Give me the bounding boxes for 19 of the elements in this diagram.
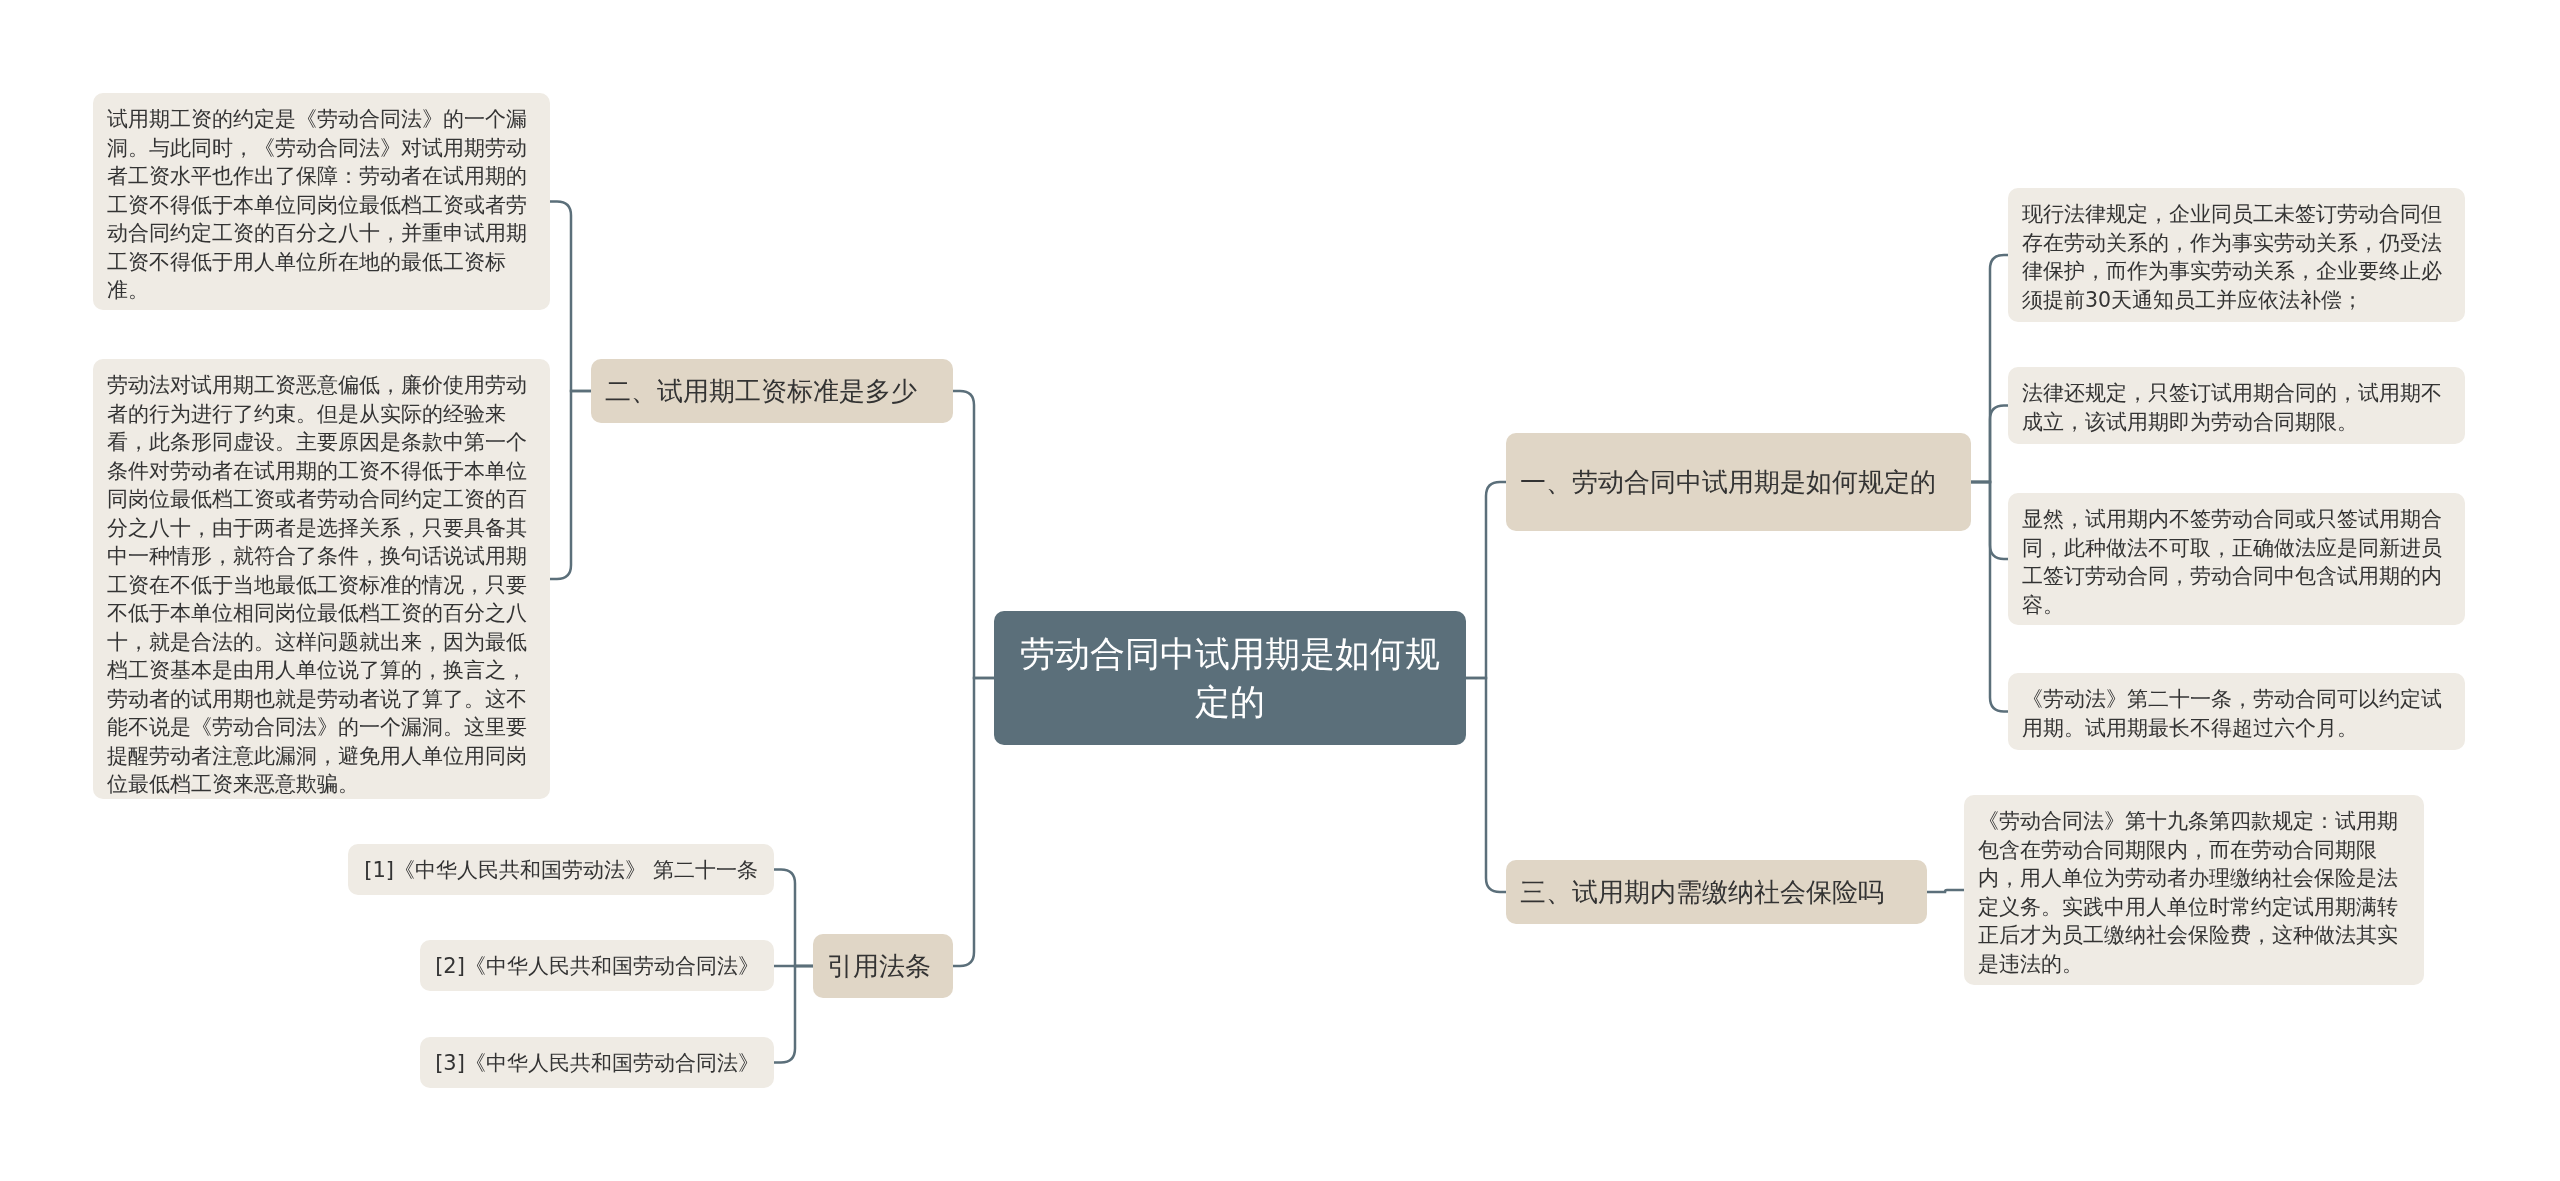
- connector-line: [550, 389, 591, 581]
- note-box: 显然，试用期内不签劳动合同或只签试用期合同，此种做法不可取，正确做法应是同新进员工签订劳动合同，劳动合同中包含试用期的内容。: [2008, 493, 2465, 625]
- central-topic-box: 劳动合同中试用期是如何规定的: [994, 611, 1466, 745]
- topic-box: 引用法条: [813, 934, 953, 998]
- note-box: 试用期工资的约定是《劳动合同法》的一个漏洞。与此同时，《劳动合同法》对试用期劳动者工资水平也作出了保障：劳动者在试用期的工资不得低于本单位同岗位最低档工资或者劳动合同约定工资的百分之八十，并重申试用期工资不得低于用人单位所在地的最低工资标准。: [93, 93, 550, 310]
- note-box: 劳动法对试用期工资恶意偏低，廉价使用劳动者的行为进行了约束。但是从实际的经验来看，此条形同虚设。主要原因是条款中第一个条件对劳动者在试用期的工资不得低于本单位同岗位最低档工资或者劳动合同约定工资的百分之八十，由于两者是选择关系，只要具备其中一种情形，就符合了条件，换句话说试用期工资在不低于当地最低工资标准的情况，只要不低于本单位相同岗位最低档工资的百分之八十，就是合法的。这样问题就出来，因为最低档工资基本是由用人单位说了算的，换言之，劳动者的试用期也就是劳动者说了算了。这不能不说是《劳动合同法》的一个漏洞。这里要提醒劳动者注意此漏洞，避免用人单位用同岗位最低档工资来恶意欺骗。: [93, 359, 550, 799]
- connector-line: [774, 964, 813, 1064]
- citation-box: [1]《中华人民共和国劳动法》 第二十一条: [348, 844, 774, 895]
- note-box: 《劳动法》第二十一条，劳动合同可以约定试用期。试用期最长不得超过六个月。: [2008, 673, 2465, 750]
- topic-box: 二、试用期工资标准是多少: [591, 359, 953, 423]
- connector-line: [1927, 888, 1964, 894]
- citation-box: [2]《中华人民共和国劳动合同法》: [420, 940, 774, 991]
- note-box: 现行法律规定，企业同员工未签订劳动合同但存在劳动关系的，作为事实劳动关系，仍受法律保护，而作为事实劳动关系，企业要终止必须提前30天通知员工并应依法补偿；: [2008, 188, 2465, 322]
- topic-box: 一、劳动合同中试用期是如何规定的: [1506, 433, 1971, 531]
- connector-line: [953, 676, 994, 968]
- note-box: 法律还规定，只签订试用期合同的，试用期不成立，该试用期即为劳动合同期限。: [2008, 367, 2465, 444]
- note-box: 《劳动合同法》第十九条第四款规定：试用期包含在劳动合同期限内，而在劳动合同期限内，用人单位为劳动者办理缴纳社会保险是法定义务。实践中用人单位时常约定试用期满转正后才为员工缴纳社会保险费，这种做法其实是违法的。: [1964, 795, 2424, 985]
- topic-box: 三、试用期内需缴纳社会保险吗: [1506, 860, 1927, 924]
- citation-box: [3]《中华人民共和国劳动合同法》: [420, 1037, 774, 1088]
